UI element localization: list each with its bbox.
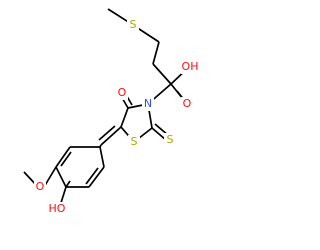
bond-c4-c5 xyxy=(120,107,129,128)
bond-c2-s-thione xyxy=(151,127,167,141)
bond-ar-5 xyxy=(55,146,71,168)
atom-o-acid-carbonyl: O xyxy=(183,97,192,110)
bonds xyxy=(23,8,190,207)
atom-ho-phenol: HO xyxy=(49,202,66,215)
bond-ar-inner-1 xyxy=(85,167,99,185)
molecule-structure: S OH O O N S S O HO xyxy=(23,8,199,216)
atom-o-methoxy: O xyxy=(36,180,45,193)
bond-ar-1 xyxy=(99,146,105,168)
atom-n-ring: N xyxy=(144,97,152,110)
bond-ar-2 xyxy=(88,166,105,188)
bond-ar-inner-2 xyxy=(60,151,72,167)
bond-ar-inner-3 xyxy=(65,180,71,188)
bond-ch-aryl xyxy=(99,144,102,148)
bond-c5-ch xyxy=(100,126,122,146)
atom-oh-acid: OH xyxy=(182,60,199,73)
bond-ar-4 xyxy=(55,166,67,188)
atom-o-ring-carbonyl: O xyxy=(118,86,127,99)
atom-s-thione: S xyxy=(167,133,174,146)
bond-ch2-ch2 xyxy=(152,41,160,65)
bond-c5-ch-double xyxy=(98,125,116,141)
bond-ch2-alpha xyxy=(152,63,172,85)
atom-s-ring: S xyxy=(131,135,138,148)
atom-s-methylthio: S xyxy=(130,18,137,31)
atom-labels: S OH O O N S S O HO xyxy=(34,18,199,216)
